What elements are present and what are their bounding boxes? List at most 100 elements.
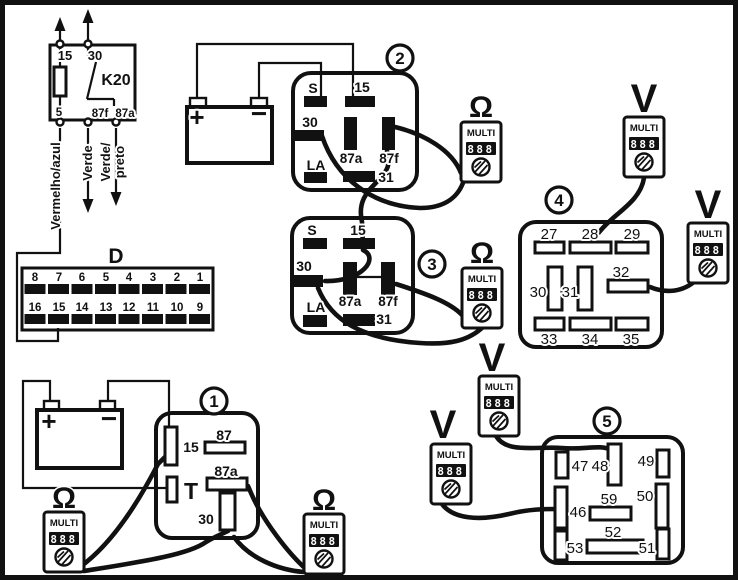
connector5-box — [540, 435, 685, 565]
wire-label-vermelho-azul: Vermelho/azul — [48, 142, 63, 229]
d-pin-3: 3 — [150, 272, 156, 284]
d-pin-2: 2 — [174, 272, 180, 284]
d-pin-9: 9 — [197, 302, 203, 314]
lead-meter5-to-connector5-48 — [493, 433, 614, 453]
connector5-pins — [553, 442, 671, 562]
connector4-34-label: 34 — [582, 331, 599, 348]
socket2-pin-87a — [344, 117, 357, 150]
lead-meter8-to-socket1-30 — [231, 534, 307, 575]
socket2-pin-31 — [343, 171, 375, 182]
k20-pin5-label: 5 — [56, 107, 63, 119]
connector5-pin-47 — [554, 450, 570, 480]
connector-d-pins — [24, 284, 210, 324]
badge-2-number: 2 — [395, 49, 404, 68]
socket1-pin-15 — [163, 425, 179, 467]
ohm-icon: Ω — [52, 482, 76, 515]
badge-step-4: 4 — [544, 185, 574, 215]
socket1-15-label: 15 — [183, 439, 199, 455]
connector4-32-label: 32 — [613, 264, 630, 281]
k20-terminal-15 — [55, 39, 65, 49]
badge-3-number: 3 — [427, 255, 436, 274]
socket3-pin-s — [303, 238, 327, 249]
connector5-46-label: 46 — [570, 504, 587, 521]
battery-top-plus: + — [189, 102, 204, 132]
connector5-50-label: 50 — [637, 488, 654, 505]
connector4-35-label: 35 — [623, 331, 640, 348]
socket2-87f-label: 87f — [379, 151, 399, 166]
connector5-pin-50 — [654, 482, 670, 530]
multimeter-2: Ω MULTI 888 — [460, 236, 504, 330]
lead-meter7-to-socket1-15 — [77, 450, 172, 570]
d-pin-1: 1 — [197, 272, 204, 284]
socket3-pin-30 — [292, 275, 323, 287]
d-pin-15: 15 — [53, 302, 66, 314]
socket3-pin-la — [303, 315, 327, 327]
socket1-87a-label: 87a — [214, 463, 238, 479]
multimeter-1: Ω MULTI 888 — [459, 90, 503, 184]
ohm-icon: Ω — [469, 91, 493, 124]
k20-title: K20 — [101, 72, 130, 89]
relay-k20-internals — [52, 39, 121, 127]
wire-batterybottom-plus-to-socket1-t — [21, 379, 167, 490]
connector5-59-label: 59 — [601, 491, 618, 508]
k20-internal-wires — [58, 48, 90, 118]
connector5-pin-52 — [585, 538, 645, 555]
connector4-pins — [533, 240, 650, 332]
d-pin-4: 4 — [126, 272, 133, 284]
connector5-pin-49 — [655, 448, 671, 479]
connector5-pin-53 — [553, 529, 569, 562]
arrow-down-icon — [110, 192, 122, 206]
multimeter-label: MULTI — [310, 520, 338, 531]
arrow-up-icon — [82, 9, 94, 23]
connector4-pin-27 — [533, 240, 566, 255]
k20-terminal-5 — [55, 117, 65, 127]
lead-socket3-30-to-meter2 — [315, 285, 487, 346]
multimeter-4: V MULTI 888 — [686, 182, 730, 285]
d-pin-12: 12 — [123, 302, 136, 314]
lead-socket3-15-to-30 — [322, 247, 372, 284]
k20-terminal-30 — [83, 39, 93, 49]
connector4-28-label: 28 — [582, 226, 599, 243]
multimeter-6: V MULTI 888 — [428, 402, 473, 506]
multimeter-display: 888 — [310, 535, 337, 548]
badge-4-number: 4 — [554, 191, 564, 210]
wire-batterybottom-minus-to-socket1-15 — [106, 379, 171, 427]
connector5-47-label: 47 — [572, 458, 589, 475]
connector4-33-label: 33 — [541, 331, 558, 348]
battery-top-minus: − — [251, 98, 267, 129]
lead-meter4-to-connector4-32 — [647, 279, 697, 294]
ohm-icon: Ω — [312, 484, 336, 517]
socket3-15-label: 15 — [350, 222, 366, 238]
d-pin-7: 7 — [56, 272, 62, 284]
lead-meter6-to-connector5-46 — [439, 501, 560, 521]
multimeter-label: MULTI — [437, 450, 465, 461]
wire-label-verde: Verde — [80, 145, 95, 180]
battery-bottom — [35, 399, 124, 470]
socket1-pin-t — [165, 475, 179, 504]
connector5-53-label: 53 — [567, 540, 584, 557]
socket1-87-label: 87 — [216, 427, 232, 443]
socket3-pin-31 — [343, 314, 375, 326]
lead-meter8-to-socket1-87a — [245, 483, 309, 572]
socket2-s-label: S — [308, 80, 317, 96]
badge-5-number: 5 — [602, 412, 611, 431]
connector4-pin-29 — [614, 240, 650, 255]
volt-icon: V — [479, 336, 506, 380]
d-pin-6: 6 — [79, 272, 85, 284]
multimeter-display: 888 — [50, 533, 77, 546]
socket2-la-label: LA — [307, 157, 326, 173]
socket2-87a-label: 87a — [340, 151, 363, 166]
d-pin-5: 5 — [103, 272, 110, 284]
connector4-pin-30 — [546, 265, 564, 312]
k20-switch-blade — [85, 61, 116, 106]
connector5-49-label: 49 — [638, 453, 655, 470]
socket1-pin-87a — [205, 476, 249, 492]
k20-pin87f-label: 87f — [92, 108, 109, 120]
socket1-pin-87 — [203, 440, 247, 455]
k20-pin30-label: 30 — [88, 48, 102, 63]
socket2-15-label: 15 — [354, 79, 370, 95]
socket3-87a-label: 87a — [339, 294, 362, 309]
multimeter-display: 888 — [468, 289, 495, 302]
socket2-pin-s — [304, 96, 327, 107]
